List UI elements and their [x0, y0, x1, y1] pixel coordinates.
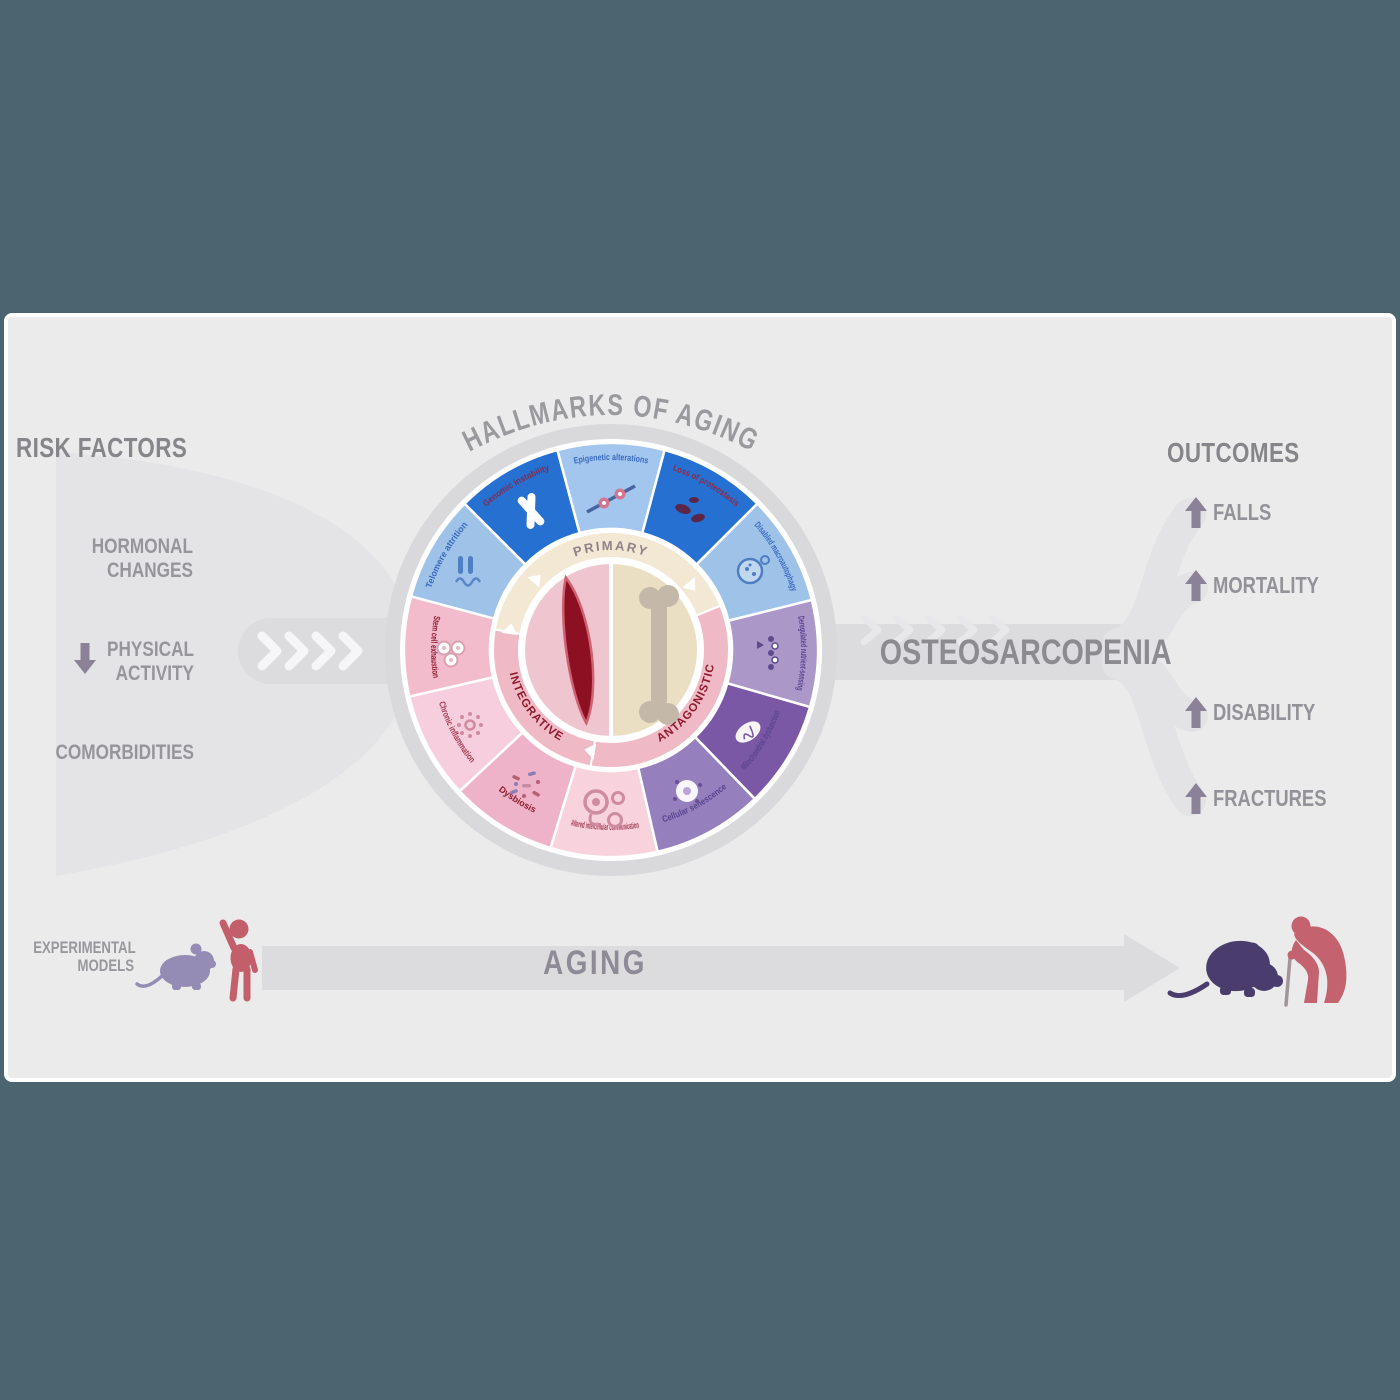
outcomes-heading: OUTCOMES	[1167, 437, 1300, 468]
up-arrow-icon	[1185, 697, 1207, 728]
up-arrow-icon	[1185, 570, 1207, 601]
risk-item-physical-activity: PHYSICAL ACTIVITY	[107, 637, 194, 686]
aging-label: AGING	[543, 944, 647, 982]
risk-item-hormonal-changes: HORMONAL CHANGES	[91, 534, 193, 583]
outcome-item-mortality: MORTALITY	[1213, 572, 1319, 598]
risk-factors-heading: RISK FACTORS	[16, 432, 188, 463]
outcome-item-fractures: FRACTURES	[1213, 785, 1327, 811]
experimental-models-label: EXPERIMENTAL MODELS	[33, 939, 136, 976]
osteosarcopenia-label: OSTEOSARCOPENIA	[879, 633, 1172, 672]
up-arrow-icon	[1185, 783, 1207, 814]
up-arrow-icon	[1185, 497, 1207, 528]
outcome-item-disability: DISABILITY	[1213, 699, 1316, 725]
risk-item-comorbidities: COMORBIDITIES	[55, 740, 195, 764]
outcome-item-falls: FALLS	[1213, 499, 1272, 525]
down-arrow-icon	[74, 643, 96, 674]
